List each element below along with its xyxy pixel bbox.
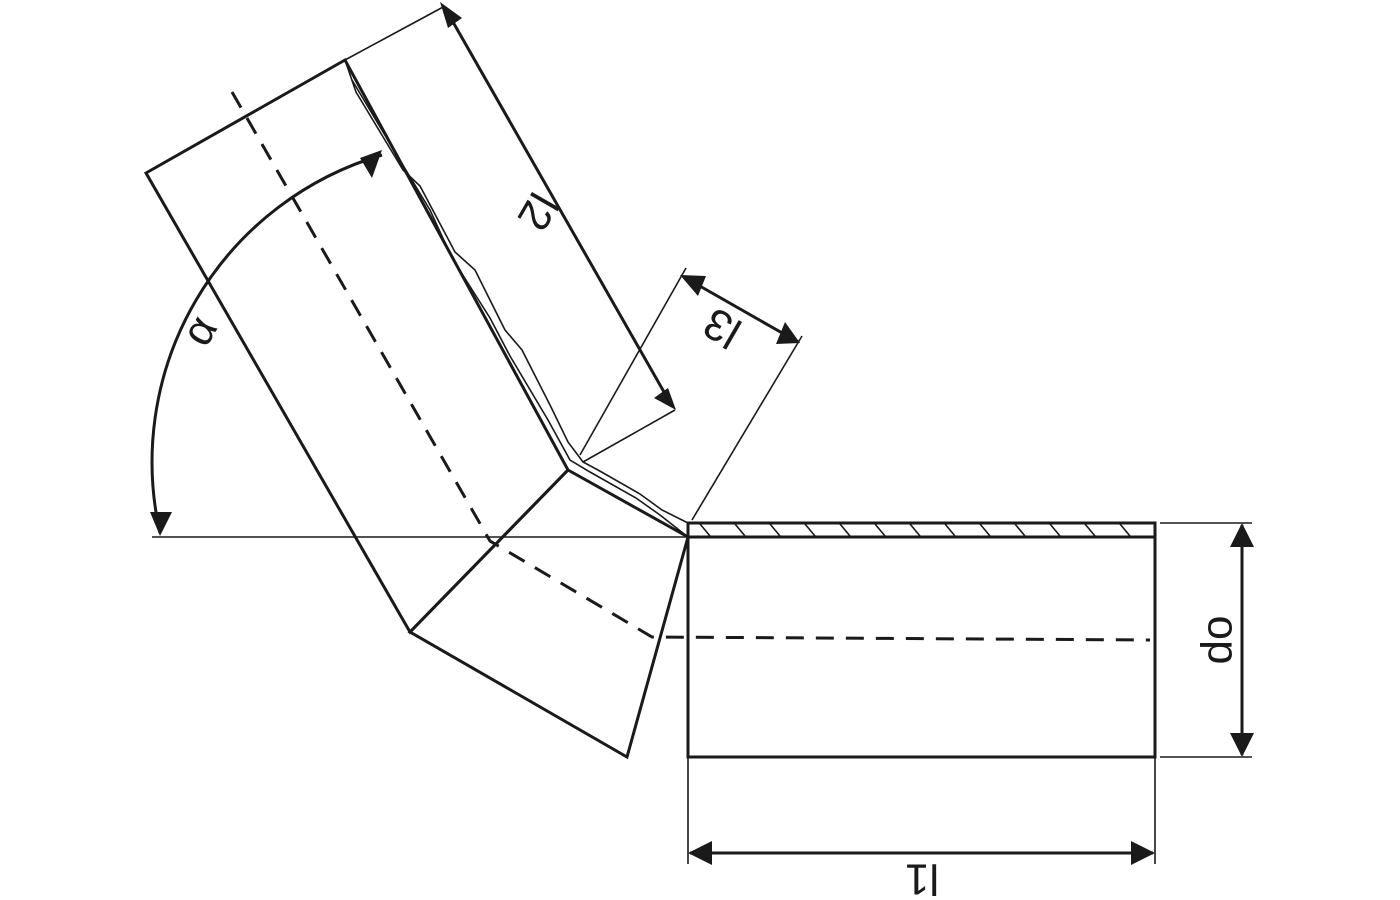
- l1-label: l1: [905, 854, 939, 900]
- middle-mitre-segment: [407, 468, 690, 760]
- l1-arrow-right: [1131, 841, 1155, 865]
- do-arrow-bottom: [1230, 733, 1254, 757]
- straight-pipe-segment: [686, 521, 1157, 759]
- l2-extension-line-bottom: [582, 409, 676, 463]
- angle-arrow-bottom: [150, 512, 172, 536]
- l3-label: l3: [695, 298, 749, 358]
- weld-seam-upper: [344, 59, 689, 524]
- l2-arrow-bottom: [654, 388, 676, 410]
- pipe-centerline: [230, 91, 1151, 642]
- do-arrow-top: [1230, 523, 1254, 547]
- angle-alpha-arc: [150, 153, 383, 534]
- l3-extension-line-right: [691, 335, 803, 521]
- l3-arrow-right: [776, 322, 800, 344]
- alpha-label: α: [172, 307, 227, 354]
- weld-seam-lower: [351, 79, 689, 538]
- l3-dimension-line: [683, 275, 799, 344]
- do-label: do: [1193, 616, 1242, 665]
- l2-extension-line-top: [344, 5, 446, 61]
- l1-arrow-left: [688, 841, 712, 865]
- angled-pipe-segment: [143, 57, 570, 635]
- l2-label: l2: [508, 184, 568, 238]
- l2-dimension-line: [443, 7, 674, 407]
- l3-arrow-left: [680, 275, 706, 296]
- l3-extension-line-left: [579, 267, 687, 456]
- l2-arrow-top: [440, 2, 462, 28]
- angle-arrow-top: [360, 150, 382, 178]
- pipe-wall-hatching: [699, 523, 1131, 537]
